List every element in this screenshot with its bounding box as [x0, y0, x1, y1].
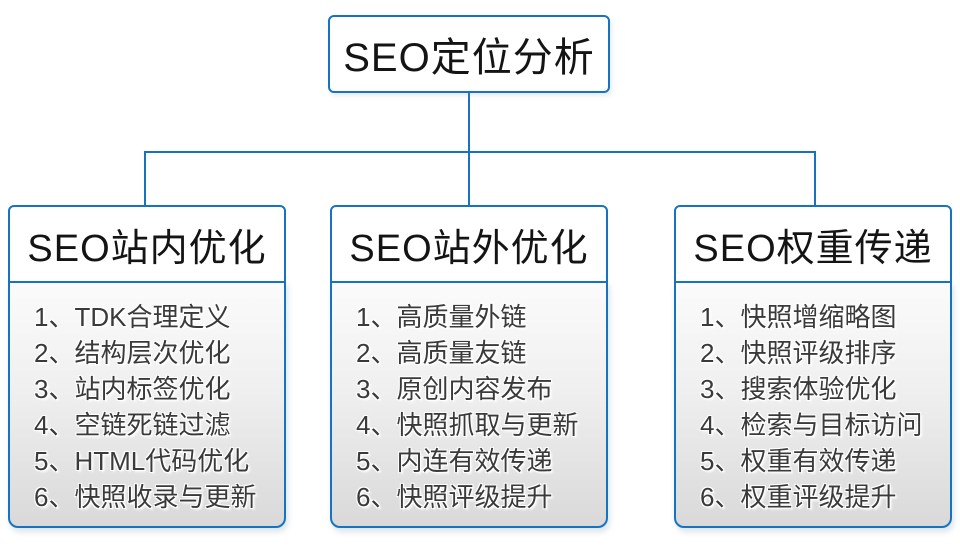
list-item: 5、权重有效传递 [700, 446, 897, 476]
list-item: 5、HTML代码优化 [34, 446, 250, 476]
root-node-label: SEO定位分析 [343, 36, 595, 80]
list-item: 3、原创内容发布 [356, 374, 553, 404]
branch-onsite: SEO站内优化 1、TDK合理定义 2、结构层次优化 3、站内标签优化 4、空链… [8, 205, 286, 528]
branch-weight-list: 1、快照增缩略图 2、快照评级排序 3、搜索体验优化 4、检索与目标访问 5、权… [674, 281, 952, 528]
connector-root-stem [468, 93, 470, 153]
list-item: 2、结构层次优化 [34, 338, 231, 368]
list-item: 6、权重评级提升 [700, 482, 897, 512]
branch-onsite-header: SEO站内优化 [8, 205, 286, 283]
list-item: 4、快照抓取与更新 [356, 410, 579, 440]
list-item: 4、检索与目标访问 [700, 410, 923, 440]
list-item: 2、高质量友链 [356, 338, 527, 368]
branch-onsite-title: SEO站内优化 [27, 227, 267, 270]
list-item: 3、站内标签优化 [34, 374, 231, 404]
root-node: SEO定位分析 [328, 15, 610, 93]
branch-onsite-list: 1、TDK合理定义 2、结构层次优化 3、站内标签优化 4、空链死链过滤 5、H… [8, 281, 286, 528]
list-item: 1、高质量外链 [356, 302, 527, 332]
list-item: 3、搜索体验优化 [700, 374, 897, 404]
list-item: 6、快照收录与更新 [34, 482, 257, 512]
branch-offsite-header: SEO站外优化 [330, 205, 608, 283]
branch-weight-header: SEO权重传递 [674, 205, 952, 283]
list-item: 6、快照评级提升 [356, 482, 553, 512]
list-item: 4、空链死链过滤 [34, 410, 231, 440]
branch-weight: SEO权重传递 1、快照增缩略图 2、快照评级排序 3、搜索体验优化 4、检索与… [674, 205, 952, 528]
connector-drop-middle [468, 151, 470, 205]
list-item: 1、快照增缩略图 [700, 302, 897, 332]
branch-offsite-title: SEO站外优化 [349, 227, 589, 270]
list-item: 5、内连有效传递 [356, 446, 553, 476]
list-item: 1、TDK合理定义 [34, 302, 231, 332]
list-item: 2、快照评级排序 [700, 338, 897, 368]
branch-offsite-list: 1、高质量外链 2、高质量友链 3、原创内容发布 4、快照抓取与更新 5、内连有… [330, 281, 608, 528]
connector-drop-left [144, 151, 146, 205]
branch-weight-title: SEO权重传递 [693, 227, 933, 270]
connector-drop-right [814, 151, 816, 205]
connector-horizontal-bar [144, 151, 816, 153]
branch-offsite: SEO站外优化 1、高质量外链 2、高质量友链 3、原创内容发布 4、快照抓取与… [330, 205, 608, 528]
